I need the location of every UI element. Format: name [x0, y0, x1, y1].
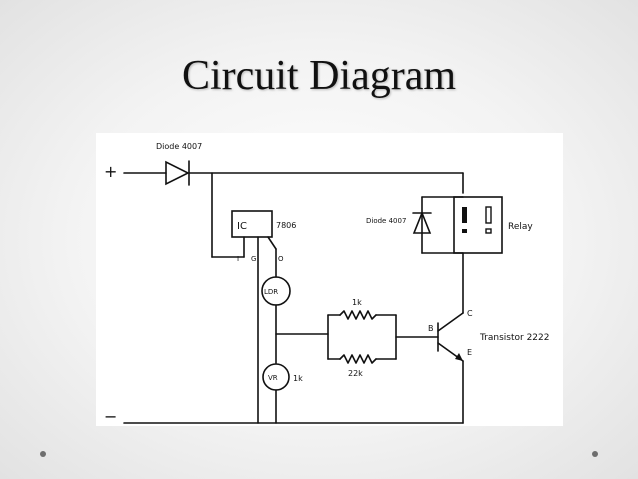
slide-title: Circuit Diagram	[181, 53, 457, 99]
ic-label: IC	[237, 221, 247, 232]
resistor-network	[327, 310, 439, 364]
resistor-bottom-value: 22k	[348, 369, 363, 378]
variable-resistor-label: VR	[268, 374, 278, 382]
transistor	[437, 252, 464, 424]
transistor-base-label: B	[428, 324, 434, 333]
circuit-diagram: + − Diode 4007 IC 7806 I G O LDR VR	[96, 133, 563, 426]
transistor-collector-label: C	[467, 309, 473, 318]
ic-pin-input-label: I	[237, 255, 239, 263]
supply-diode-label: Diode 4007	[156, 142, 202, 151]
ic-part-number: 7806	[276, 221, 296, 230]
ic-regulator	[231, 210, 273, 238]
ic-pin-ground-label: G	[251, 255, 256, 263]
transistor-emitter-label: E	[467, 348, 472, 357]
variable-resistor-value: 1k	[293, 374, 303, 383]
relay-diode	[412, 196, 464, 254]
resistor-top-value: 1k	[352, 298, 362, 307]
ldr-label: LDR	[264, 288, 278, 296]
negative-terminal-label: −	[104, 407, 117, 426]
relay	[453, 196, 503, 254]
previous-slide-dot[interactable]	[40, 451, 46, 457]
ic-pin-output-label: O	[278, 255, 284, 263]
next-slide-dot[interactable]	[592, 451, 598, 457]
transistor-label: Transistor 2222	[479, 333, 549, 343]
supply-diode	[123, 160, 464, 186]
circuit-diagram-svg: + − Diode 4007 IC 7806 I G O LDR VR	[104, 142, 549, 426]
relay-label: Relay	[508, 222, 533, 232]
positive-terminal-label: +	[104, 162, 117, 181]
relay-diode-label: Diode 4007	[366, 217, 406, 225]
